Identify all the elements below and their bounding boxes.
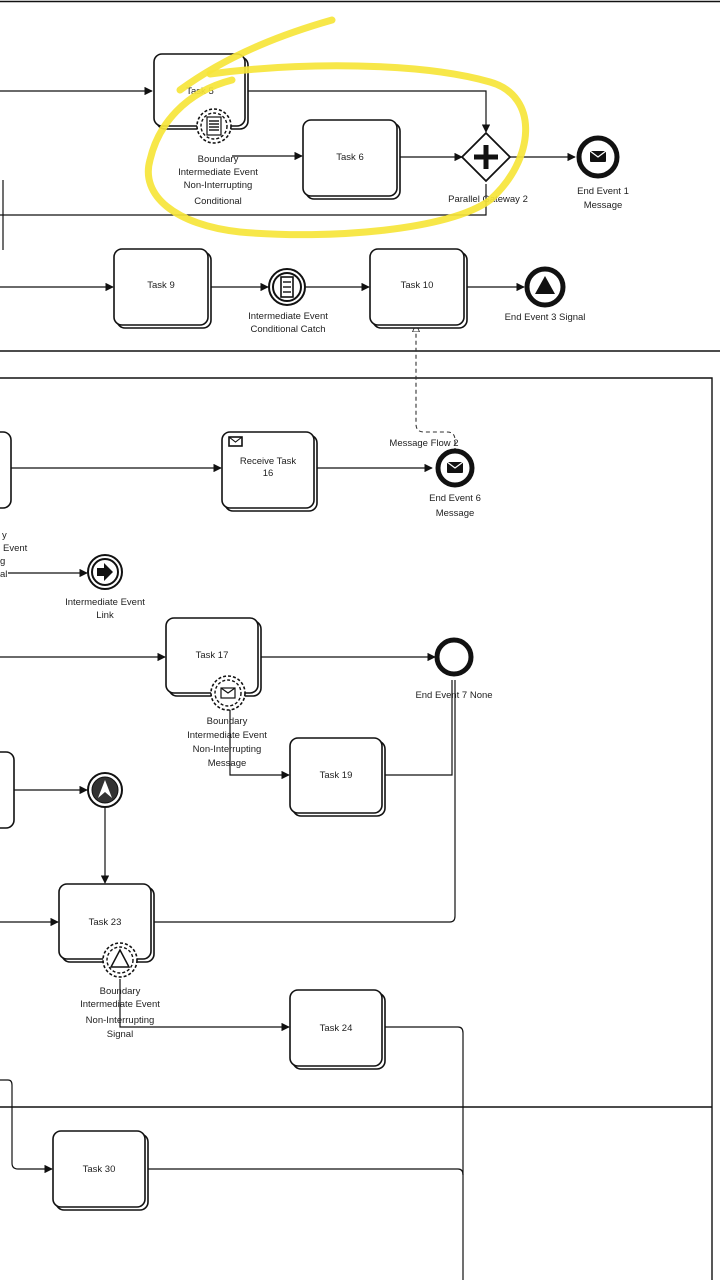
task-19[interactable]: Task 19: [289, 737, 386, 817]
yellow-highlight-annotation: [144, 16, 530, 239]
intermediate-link-sublabel: Link: [96, 610, 114, 621]
svg-text:Boundary: Boundary: [198, 154, 239, 165]
parallel-gateway-2[interactable]: [460, 131, 512, 183]
task-30[interactable]: Task 30: [52, 1130, 149, 1211]
message-envelope-icon: [220, 687, 236, 699]
task-6[interactable]: Task 6: [302, 119, 401, 200]
conditional-list-icon: [206, 116, 222, 136]
task-cut-left-2[interactable]: [0, 751, 15, 829]
svg-text:y: y: [2, 530, 7, 541]
end-event-6-label: End Event 6: [429, 493, 481, 504]
intermediate-event-link[interactable]: [87, 554, 123, 590]
svg-text:Task 10: Task 10: [401, 280, 434, 291]
conditional-catch-sublabel: Conditional Catch: [251, 324, 326, 335]
end-event-1-message[interactable]: [576, 135, 620, 179]
svg-text:Conditional: Conditional: [194, 196, 242, 207]
boundary-signal-event[interactable]: [102, 942, 138, 978]
intermediate-escalation-event[interactable]: [87, 772, 123, 808]
boundary-conditional-event[interactable]: [196, 108, 232, 144]
signal-triangle-icon: [109, 948, 131, 968]
svg-text:Non-Interrupting: Non-Interrupting: [86, 1015, 155, 1026]
link-arrow-icon: [97, 563, 113, 581]
svg-text:Boundary: Boundary: [207, 716, 248, 727]
message-envelope-icon: [228, 436, 243, 447]
boundary-message-label: Boundary Intermediate Event Non-Interrup…: [187, 716, 267, 769]
svg-text:Intermediate Event: Intermediate Event: [80, 999, 160, 1010]
task-23[interactable]: Task 23: [58, 883, 155, 963]
svg-text:Task 6: Task 6: [336, 152, 363, 163]
task-17[interactable]: Task 17: [165, 617, 262, 697]
message-envelope-icon: [589, 150, 607, 162]
boundary-signal-label: Boundary Intermediate Event Non-Interrup…: [80, 986, 160, 1040]
end-event-6-sublabel: Message: [436, 508, 475, 519]
svg-text:Message: Message: [208, 758, 247, 769]
task-24[interactable]: Task 24: [289, 989, 386, 1070]
conditional-catch-label: Intermediate Event: [248, 311, 328, 322]
message-flow-2: [416, 324, 456, 452]
end-event-1-label: End Event 1: [577, 186, 629, 197]
svg-text:Task 17: Task 17: [196, 650, 229, 661]
svg-text:Task 30: Task 30: [83, 1164, 116, 1175]
svg-text:Task 24: Task 24: [320, 1023, 353, 1034]
svg-text:al: al: [0, 569, 7, 580]
task-cut-left-1[interactable]: [0, 431, 12, 509]
svg-text:Event: Event: [3, 543, 28, 554]
boundary-conditional-label: Boundary Intermediate Event Non-Interrup…: [178, 154, 258, 207]
intermediate-conditional-catch[interactable]: [268, 268, 306, 306]
signal-triangle-icon: [535, 276, 555, 294]
escalation-arrow-icon: [98, 780, 112, 798]
svg-text:Intermediate Event: Intermediate Event: [187, 730, 267, 741]
intermediate-link-label: Intermediate Event: [65, 597, 145, 608]
end-event-7-label: End Event 7 None: [415, 690, 492, 701]
svg-text:Task 23: Task 23: [89, 917, 122, 928]
end-event-3-signal[interactable]: [524, 266, 566, 308]
conditional-list-icon: [280, 276, 294, 298]
svg-text:Task 19: Task 19: [320, 770, 353, 781]
svg-text:16: 16: [263, 468, 274, 479]
cut-off-boundary-label: y Event g al: [0, 530, 28, 580]
receive-task-16[interactable]: Receive Task 16: [221, 431, 318, 512]
svg-text:Receive Task: Receive Task: [240, 456, 297, 467]
svg-text:g: g: [0, 556, 5, 567]
plus-gateway-icon: [474, 145, 498, 169]
svg-text:Boundary: Boundary: [100, 986, 141, 997]
end-event-6-message[interactable]: [435, 448, 475, 488]
message-envelope-icon: [446, 461, 464, 473]
svg-text:Intermediate Event: Intermediate Event: [178, 167, 258, 178]
task-9[interactable]: Task 9: [113, 248, 212, 329]
end-event-1-sublabel: Message: [584, 200, 623, 211]
svg-text:Signal: Signal: [107, 1029, 133, 1040]
svg-text:Non-Interrupting: Non-Interrupting: [184, 180, 253, 191]
sequence-flows: [0, 86, 576, 1280]
task-10[interactable]: Task 10: [369, 248, 468, 329]
end-event-3-label: End Event 3 Signal: [505, 312, 586, 323]
svg-text:Non-Interrupting: Non-Interrupting: [193, 744, 262, 755]
end-event-7-none[interactable]: [434, 637, 474, 677]
message-flow-2-label: Message Flow 2: [389, 438, 458, 449]
svg-text:Task 9: Task 9: [147, 280, 174, 291]
boundary-message-event[interactable]: [210, 675, 246, 711]
